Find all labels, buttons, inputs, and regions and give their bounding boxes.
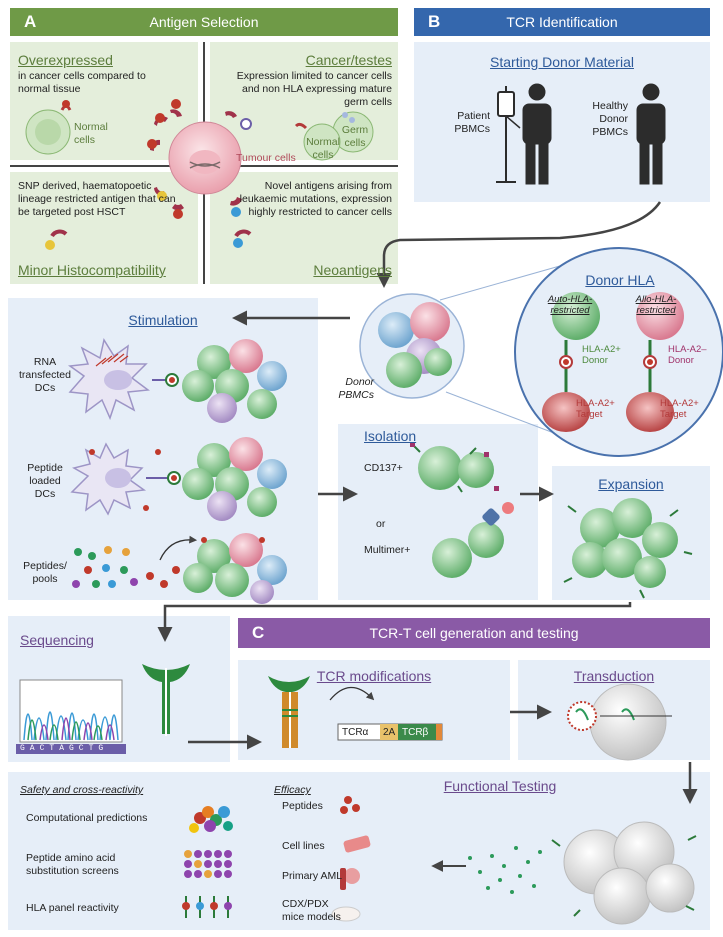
efficacy-item-4: CDX/PDX mice models (282, 898, 341, 923)
neoantigen-body: Novel antigens arising from leukaemic mu… (239, 180, 392, 218)
donor-pbmcs-label: Donor PBMCs (338, 376, 374, 401)
safety-item-3: HLA panel reactivity (26, 902, 119, 914)
efficacy-item-2: Cell lines (282, 840, 325, 852)
minor-histo-box (10, 172, 198, 284)
allo-target-label: HLA-A2+ Target (660, 398, 699, 420)
overexpressed-normal-label: Normal cells (74, 121, 108, 146)
neoantigen-title: Neoantigens (313, 262, 392, 278)
starting-material-title: Starting Donor Material (490, 54, 634, 70)
tcr-beta-label: TCRβ (402, 727, 429, 738)
safety-title: Safety and cross-reactivity (20, 784, 144, 796)
healthy-pbmcs-label: Healthy Donor PBMCs (592, 100, 628, 138)
safety-item-1: Computational predictions (26, 812, 148, 824)
allo-hla-label: Allo-HLA- restricted (635, 294, 677, 316)
panel-a-header: A Antigen Selection (10, 8, 398, 36)
overexpressed-title: Overexpressed (18, 52, 113, 68)
overexpressed-body: in cancer cells compared to normal tissu… (18, 70, 146, 95)
stimulation-title: Stimulation (128, 312, 198, 328)
transduction-title: Transduction (573, 668, 655, 684)
cancer-testes-normal-label: Normal cells (306, 136, 340, 161)
neoantigen-box (210, 172, 398, 284)
panel-a-title: Antigen Selection (149, 14, 259, 30)
minor-histo-body: SNP derived, haematopoetic lineage restr… (18, 180, 176, 218)
safety-item-2: Peptide amino acid substitution screens (26, 852, 119, 877)
stimulation-box (8, 298, 318, 600)
tcr-alpha-label: TCRα (342, 727, 369, 738)
auto-hla-label: Auto-HLA- restricted (547, 294, 593, 316)
peptide-dcs-label: Peptide loaded DCs (27, 462, 63, 500)
cancer-testes-title: Cancer/testes (305, 52, 392, 68)
expansion-title: Expansion (598, 476, 664, 492)
panel-c-title: TCR-T cell generation and testing (369, 625, 579, 641)
panel-b-header: B TCR Identification (414, 8, 710, 36)
efficacy-item-3: Primary AML (282, 870, 343, 882)
tumour-label: Tumour cells (236, 152, 296, 164)
allo-donor-label: HLA-A2– Donor (668, 344, 707, 366)
panel-a-letter: A (24, 12, 37, 31)
minor-histo-title: Minor Histocompatibility (18, 262, 166, 278)
panel-c-header: C TCR-T cell generation and testing (238, 618, 710, 648)
multimer-label: Multimer+ (364, 544, 411, 556)
sequencing-title: Sequencing (20, 632, 94, 648)
panel-b-letter: B (428, 12, 441, 31)
panel-c-letter: C (252, 623, 265, 642)
efficacy-item-1: Peptides (282, 800, 323, 812)
tcr-mod-title: TCR modifications (316, 668, 432, 684)
auto-target-label: HLA-A2+ Target (576, 398, 615, 420)
peptide-pools-label: Peptides/ pools (23, 560, 67, 585)
patient-pbmcs-label: Patient PBMCs (454, 110, 490, 135)
donor-hla-title: Donor HLA (585, 272, 655, 288)
auto-donor-label: HLA-A2+ Donor (582, 344, 621, 366)
panel-b-title: TCR Identification (506, 14, 618, 30)
cancer-testes-germ-label: Germ cells (341, 124, 369, 149)
functional-title: Functional Testing (443, 778, 557, 794)
or-label: or (376, 518, 386, 530)
tcr-2a-label: 2A (383, 727, 396, 738)
rna-dcs-label: RNA transfected DCs (19, 356, 71, 394)
cd137-label: CD137+ (364, 462, 403, 474)
isolation-title: Isolation (364, 428, 417, 444)
sequencing-bases: GACTAGCTG (20, 744, 109, 753)
cancer-testes-body: Expression limited to cancer cells and n… (236, 70, 392, 108)
efficacy-title: Efficacy (274, 784, 311, 796)
